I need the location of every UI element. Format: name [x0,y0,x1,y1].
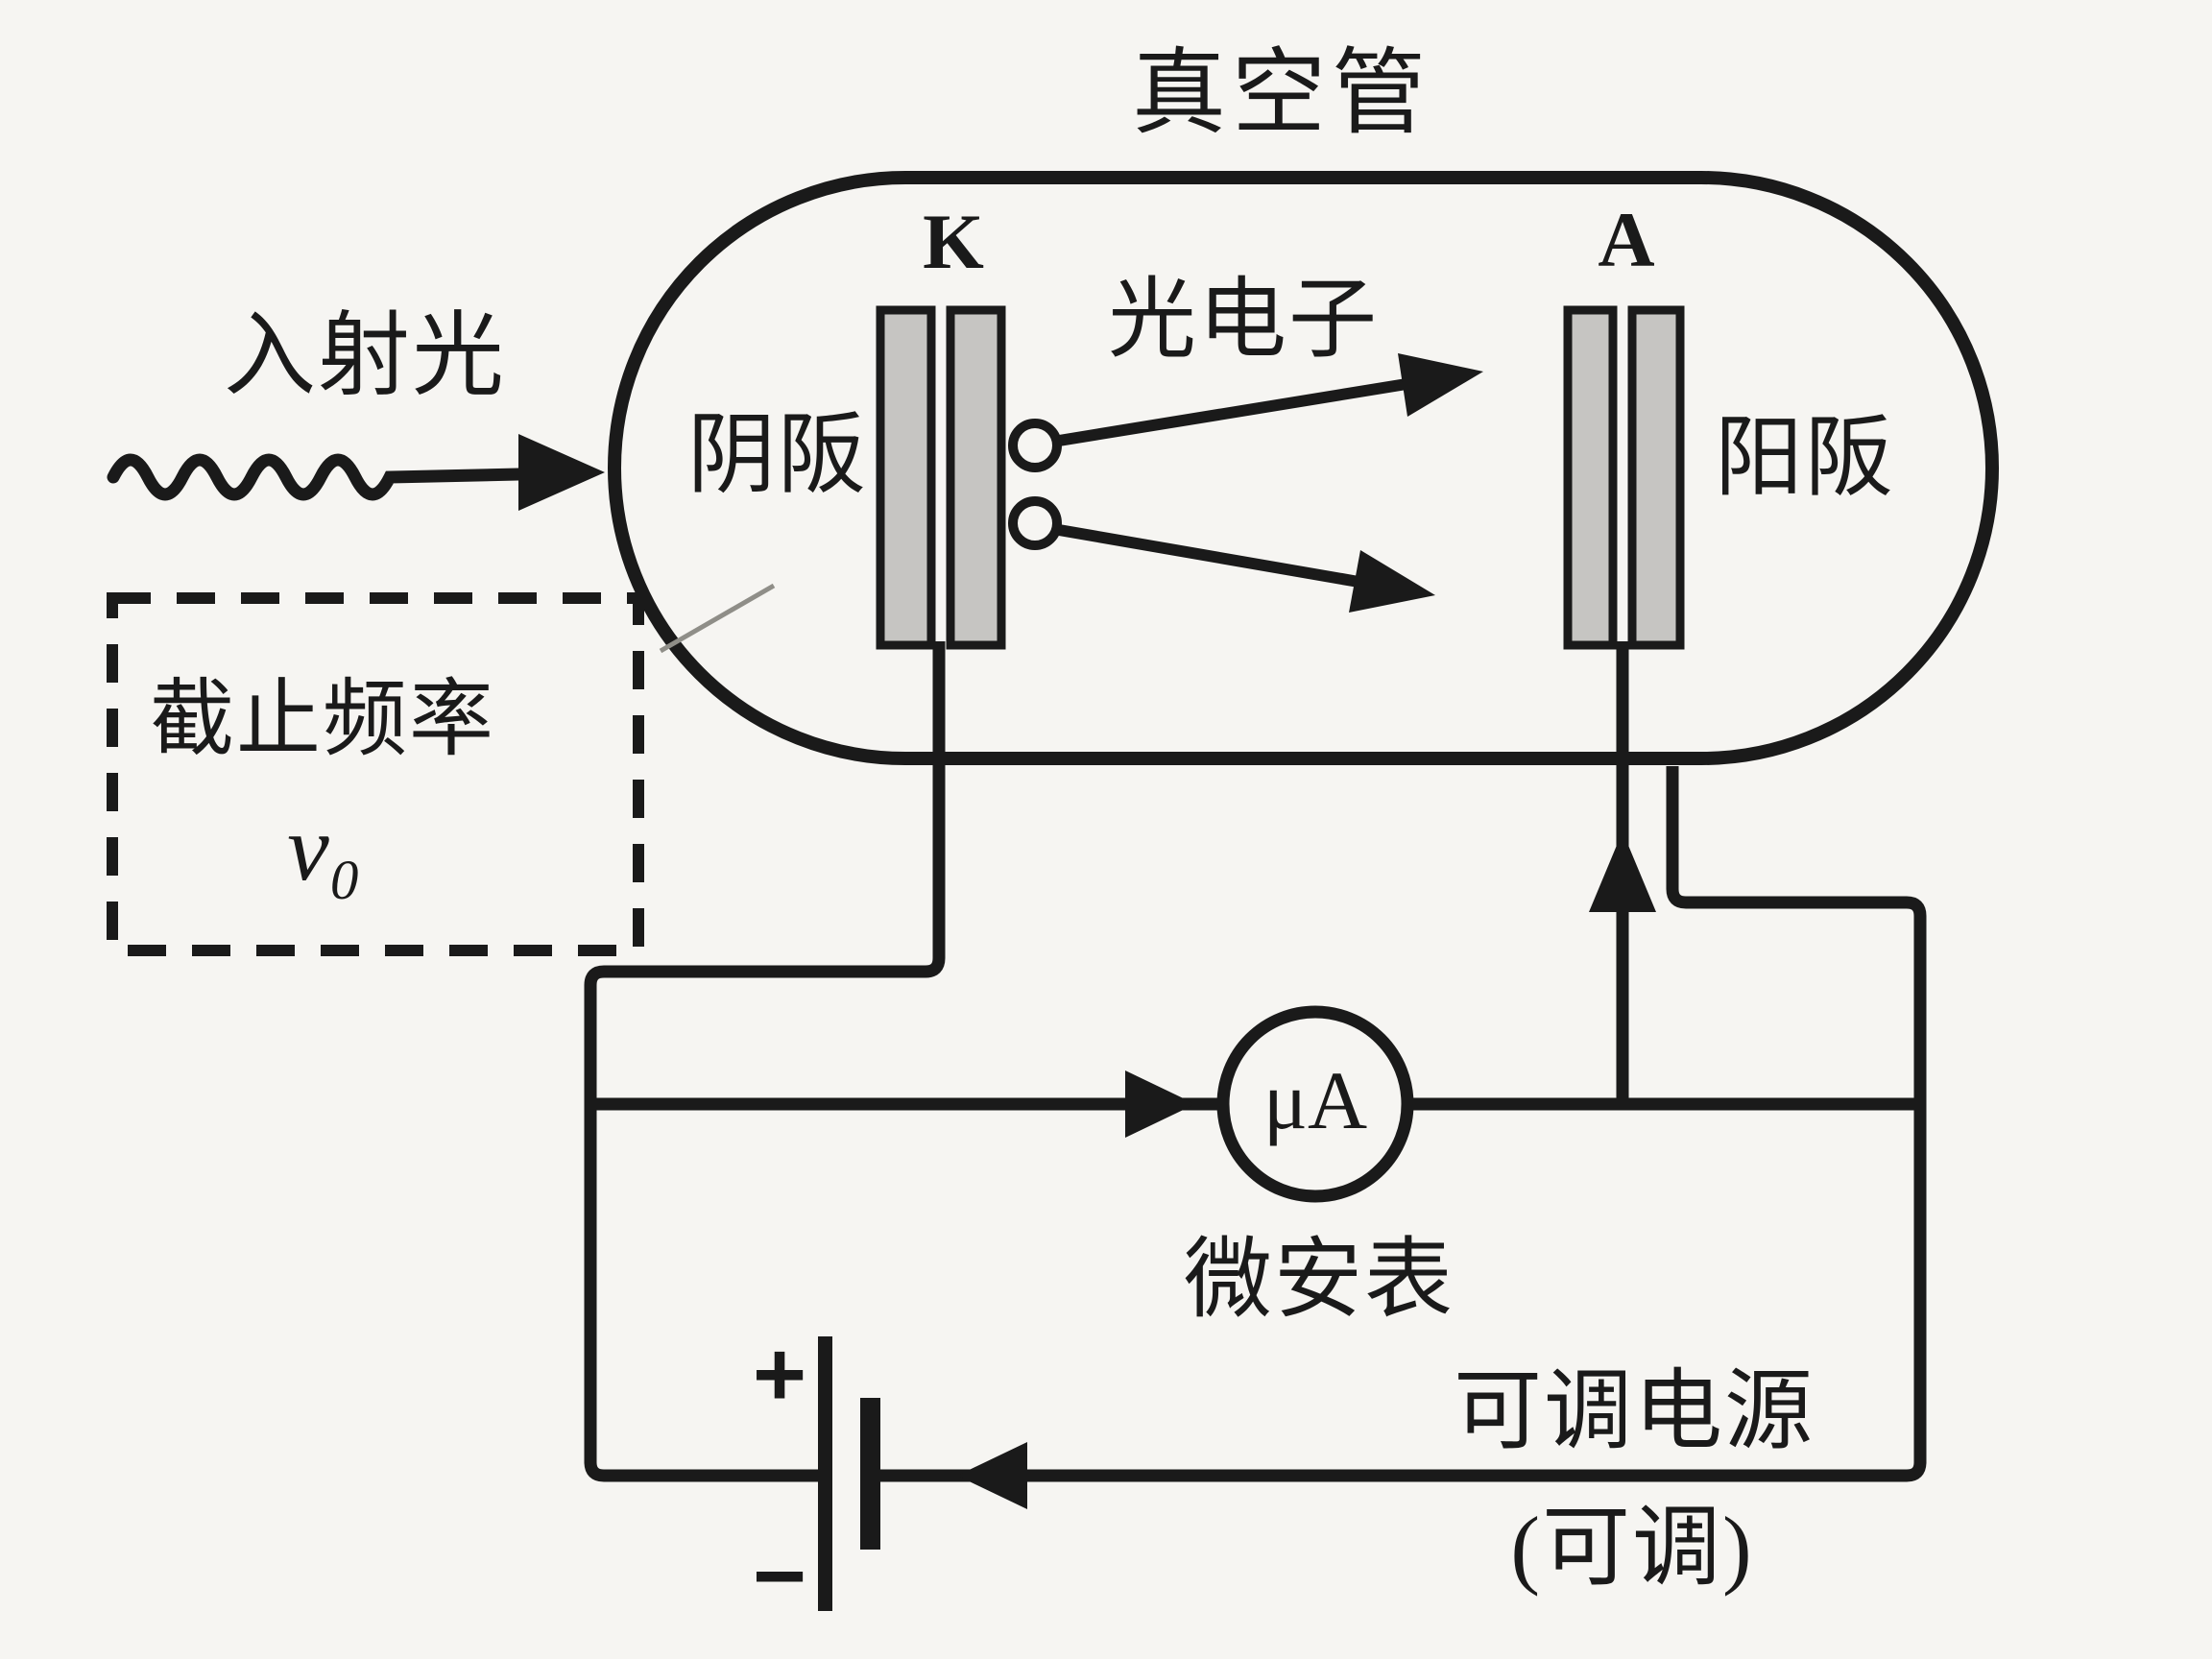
supply-wire [880,766,1927,1482]
ammeter-flow-arrow-icon [1125,1070,1195,1138]
cathode-plate-left [876,305,936,650]
cathode-symbol-label: K [923,198,984,285]
anode-plate-right [1627,305,1685,650]
microammeter-symbol: μA [1262,1054,1368,1146]
electron-dot [1008,419,1062,472]
photoelectron-path-lower [1057,524,1360,588]
cutoff-frequency-box [107,592,644,956]
battery-minus-sign: − [752,1525,807,1627]
sketch-line [659,583,776,654]
supply-name-label: 可调电源 [1453,1362,1815,1460]
supply-note-label: (可调) [1510,1499,1754,1597]
anode-symbol-label: A [1598,196,1655,283]
incident-light-label: 入射光 [224,304,506,407]
anode-current-arrow-icon [1589,831,1656,912]
supply-flow-arrow-icon [957,1442,1027,1509]
microammeter-circle [1216,1005,1414,1203]
electron-dot [1008,496,1062,550]
diagram-title: 真空管 [1131,42,1432,146]
cutoff-frequency-symbol: ν₀ [287,797,362,901]
photoelectron-arrowhead-icon [1398,353,1483,417]
cutoff-frequency-label: 截止频率 [149,674,496,767]
photoelectron-label: 光电子 [1107,271,1380,369]
battery-positive-plate [818,1336,832,1611]
cathode-wire [584,641,946,1482]
anode-plate-left [1563,305,1618,650]
incident-light-wave [107,453,525,501]
battery-plus-sign: + [752,1323,807,1426]
microammeter-name: 微安表 [1183,1231,1455,1329]
vacuum-tube-outline [608,171,1999,765]
incident-light-arrowhead-icon [518,434,605,511]
photoelectron-arrowhead-icon [1349,550,1435,613]
battery-negative-plate [860,1398,880,1550]
cathode-name-label: 阴阪 [686,406,869,504]
anode-name-label: 阳阪 [1714,409,1896,507]
cathode-plate-right [946,305,1006,650]
photoelectron-path-upper [1058,378,1407,446]
